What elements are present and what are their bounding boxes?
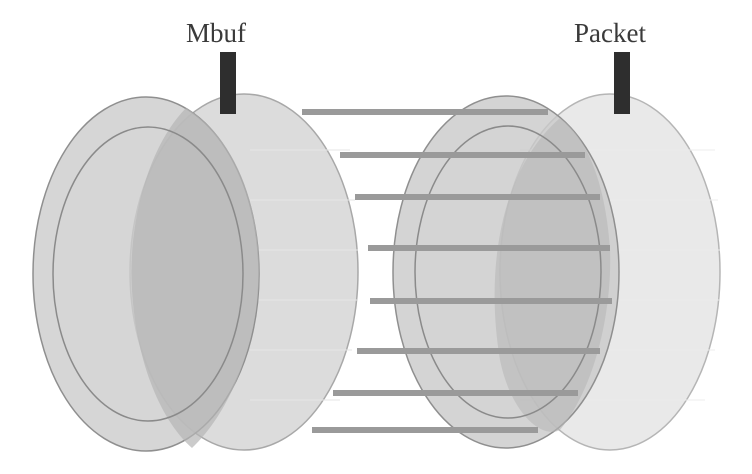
connecting-rods <box>302 109 612 433</box>
packet-label: Packet <box>574 18 646 48</box>
mbuf-inner-ring <box>52 126 244 422</box>
packet-inner-ring <box>414 125 602 419</box>
mbuf-group <box>32 52 359 452</box>
packet-handle <box>614 52 630 114</box>
mbuf-grid-lines <box>250 149 358 401</box>
mbuf-label: Mbuf <box>186 18 246 48</box>
mbuf-handle <box>220 52 236 114</box>
